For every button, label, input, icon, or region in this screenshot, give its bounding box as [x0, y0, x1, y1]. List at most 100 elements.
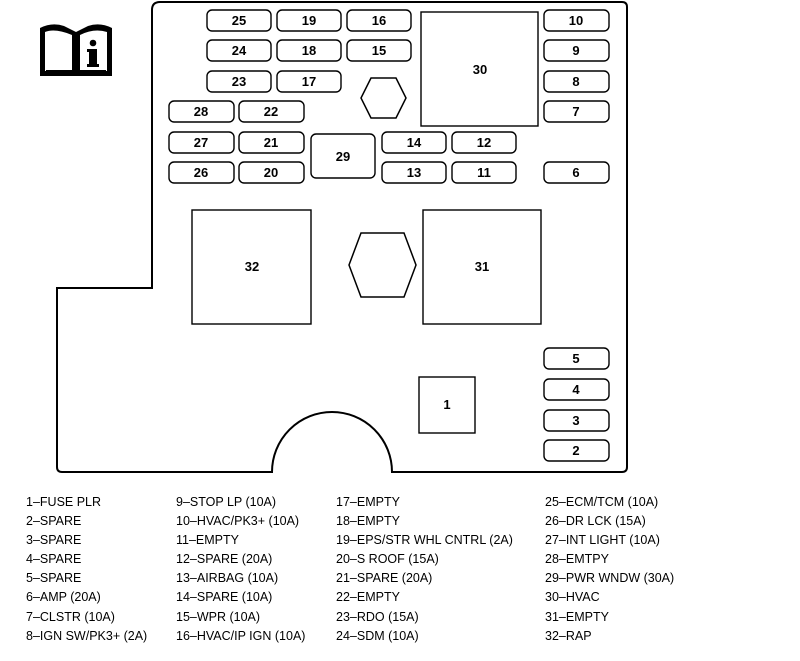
mounting-hex-middle [348, 232, 417, 298]
svg-text:5: 5 [572, 351, 579, 366]
svg-text:17: 17 [302, 74, 316, 89]
legend-item: 3–SPARE [26, 533, 82, 548]
fuse-4: 4 [543, 378, 610, 401]
legend-item: 15–WPR (10A) [176, 609, 261, 624]
fuse-18: 18 [276, 39, 342, 62]
legend-item: 25–ECM/TCM (10A) [545, 495, 659, 509]
fuse-19: 19 [276, 9, 342, 32]
svg-text:26: 26 [194, 165, 208, 180]
legend-item: 21–SPARE (20A) [336, 571, 433, 586]
info-manual-icon [40, 24, 112, 76]
svg-text:14: 14 [407, 135, 422, 150]
relay-31: 31 [422, 209, 542, 325]
fuse-14: 14 [381, 131, 447, 154]
svg-text:8: 8 [572, 74, 579, 89]
legend-item: 16–HVAC/IP IGN (10A) [176, 628, 306, 643]
svg-text:6: 6 [572, 165, 579, 180]
fuse-3: 3 [543, 409, 610, 432]
fuse-2: 2 [543, 439, 610, 462]
legend-item: 32–RAP [545, 628, 592, 643]
legend-item: 13–AIRBAG (10A) [176, 571, 279, 586]
fuse-1: 1 [418, 376, 476, 434]
fuse-22: 22 [238, 100, 305, 123]
fuse-8: 8 [543, 70, 610, 93]
legend-column-4: 25–ECM/TCM (10A) 26–DR LCK (15A) 27–INT … [545, 493, 674, 646]
fuse-17: 17 [276, 70, 342, 93]
legend-column-3: 17–EMPTY 18–EMPTY 19–EPS/STR WHL CNTRL (… [336, 493, 513, 646]
legend-item: 30–HVAC [545, 590, 600, 605]
legend-item: 10–HVAC/PK3+ (10A) [176, 514, 300, 529]
svg-text:19: 19 [302, 13, 316, 28]
fuse-7: 7 [543, 100, 610, 123]
fuse-20: 20 [238, 161, 305, 184]
svg-text:3: 3 [572, 413, 579, 428]
svg-text:1: 1 [443, 397, 450, 412]
svg-text:29: 29 [336, 149, 350, 164]
legend-item: 9–STOP LP (10A) [176, 495, 277, 509]
fuse-16: 16 [346, 9, 412, 32]
fuse-25: 25 [206, 9, 272, 32]
fuse-21: 21 [238, 131, 305, 154]
fuse-10: 10 [543, 9, 610, 32]
legend-item: 23–RDO (15A) [336, 609, 419, 624]
svg-text:15: 15 [372, 43, 386, 58]
legend-item: 28–EMTPY [545, 552, 609, 567]
legend-item: 12–SPARE (20A) [176, 552, 273, 567]
legend-item: 2–SPARE [26, 514, 82, 529]
fuse-12: 12 [451, 131, 517, 154]
fuse-13: 13 [381, 161, 447, 184]
svg-text:18: 18 [302, 43, 316, 58]
legend-item: 14–SPARE (10A) [176, 590, 273, 605]
svg-text:4: 4 [572, 382, 580, 397]
legend-item: 5–SPARE [26, 571, 82, 586]
legend-column-1: 1–FUSE PLR 2–SPARE 3–SPARE 4–SPARE 5–SPA… [26, 493, 147, 646]
legend-item: 11–EMPTY [176, 533, 239, 548]
svg-text:9: 9 [572, 43, 579, 58]
legend-item: 6–AMP (20A) [26, 590, 101, 605]
fuse-29: 29 [310, 133, 376, 179]
fuse-27: 27 [168, 131, 235, 154]
legend-item: 20–S ROOF (15A) [336, 552, 439, 567]
fuse-23: 23 [206, 70, 272, 93]
fuse-15: 15 [346, 39, 412, 62]
legend-item: 24–SDM (10A) [336, 628, 419, 643]
svg-text:2: 2 [572, 443, 579, 458]
legend-item: 29–PWR WNDW (30A) [545, 571, 675, 586]
legend-item: 19–EPS/STR WHL CNTRL (2A) [336, 533, 513, 548]
legend-item: 7–CLSTR (10A) [26, 609, 115, 624]
svg-text:12: 12 [477, 135, 491, 150]
svg-text:30: 30 [473, 62, 487, 77]
svg-text:32: 32 [245, 259, 259, 274]
legend-item: 27–INT LIGHT (10A) [545, 533, 660, 548]
legend-item: 26–DR LCK (15A) [545, 514, 646, 529]
fuse-panel-outline [56, 1, 628, 473]
legend-item: 4–SPARE [26, 552, 82, 567]
legend-column-2: 9–STOP LP (10A) 10–HVAC/PK3+ (10A) 11–EM… [176, 493, 305, 646]
legend-item: 31–EMPTY [545, 609, 609, 624]
svg-text:23: 23 [232, 74, 246, 89]
svg-text:7: 7 [572, 104, 579, 119]
fuse-5: 5 [543, 347, 610, 370]
legend-item: 18–EMPTY [336, 514, 400, 529]
svg-text:31: 31 [475, 259, 489, 274]
fuse-9: 9 [543, 39, 610, 62]
svg-text:25: 25 [232, 13, 246, 28]
fuse-24: 24 [206, 39, 272, 62]
svg-text:10: 10 [569, 13, 583, 28]
legend-item: 8–IGN SW/PK3+ (2A) [26, 628, 148, 643]
svg-text:11: 11 [477, 165, 491, 180]
legend-item: 22–EMPTY [336, 590, 400, 605]
fuse-11: 11 [451, 161, 517, 184]
fuse-26: 26 [168, 161, 235, 184]
svg-text:16: 16 [372, 13, 386, 28]
svg-text:28: 28 [194, 104, 208, 119]
svg-text:24: 24 [232, 43, 247, 58]
mounting-hex-upper [360, 77, 407, 119]
fuse-6: 6 [543, 161, 610, 184]
svg-text:20: 20 [264, 165, 278, 180]
svg-text:27: 27 [194, 135, 208, 150]
relay-30: 30 [420, 11, 539, 127]
legend-item: 1–FUSE PLR [26, 495, 102, 509]
svg-text:22: 22 [264, 104, 278, 119]
